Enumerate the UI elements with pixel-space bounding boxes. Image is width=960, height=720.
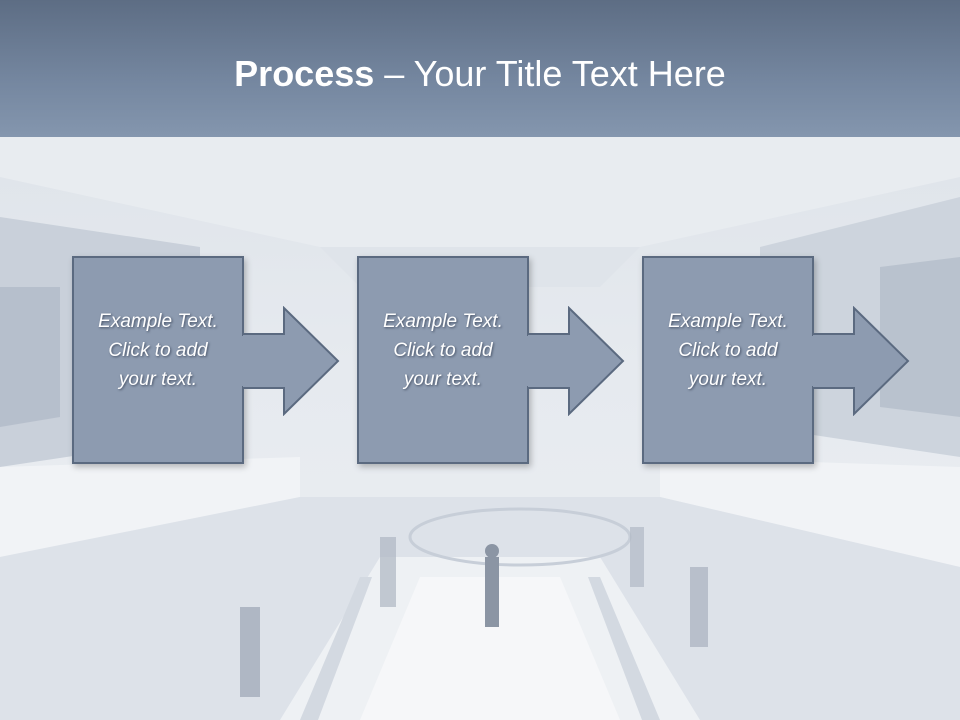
step-2-line-1: Example Text. xyxy=(383,310,503,332)
step-1-line-2: Click to add xyxy=(108,339,208,361)
slide-title[interactable]: Process – Your Title Text Here xyxy=(0,52,960,96)
arrow-2-icon xyxy=(527,306,625,416)
step-3-line-3: your text. xyxy=(688,368,768,390)
step-1-line-1: Example Text. xyxy=(98,310,218,332)
arrow-3-icon xyxy=(812,306,910,416)
step-2-line-3: your text. xyxy=(403,368,483,390)
step-2-text: Example Text. Click to add your text. xyxy=(383,307,503,394)
title-bold: Process xyxy=(234,53,375,94)
arrow-1-icon xyxy=(242,306,340,416)
step-3-line-2: Click to add xyxy=(678,339,778,361)
title-rest: – Your Title Text Here xyxy=(374,53,726,94)
step-1-text: Example Text. Click to add your text. xyxy=(98,307,218,394)
title-band: Process – Your Title Text Here xyxy=(0,0,960,137)
step-1-line-3: your text. xyxy=(118,368,198,390)
process-step-3[interactable]: Example Text. Click to add your text. xyxy=(642,256,814,464)
step-3-line-1: Example Text. xyxy=(668,310,788,332)
step-3-text: Example Text. Click to add your text. xyxy=(668,307,788,394)
process-step-1[interactable]: Example Text. Click to add your text. xyxy=(72,256,244,464)
step-2-line-2: Click to add xyxy=(393,339,493,361)
process-step-2[interactable]: Example Text. Click to add your text. xyxy=(357,256,529,464)
